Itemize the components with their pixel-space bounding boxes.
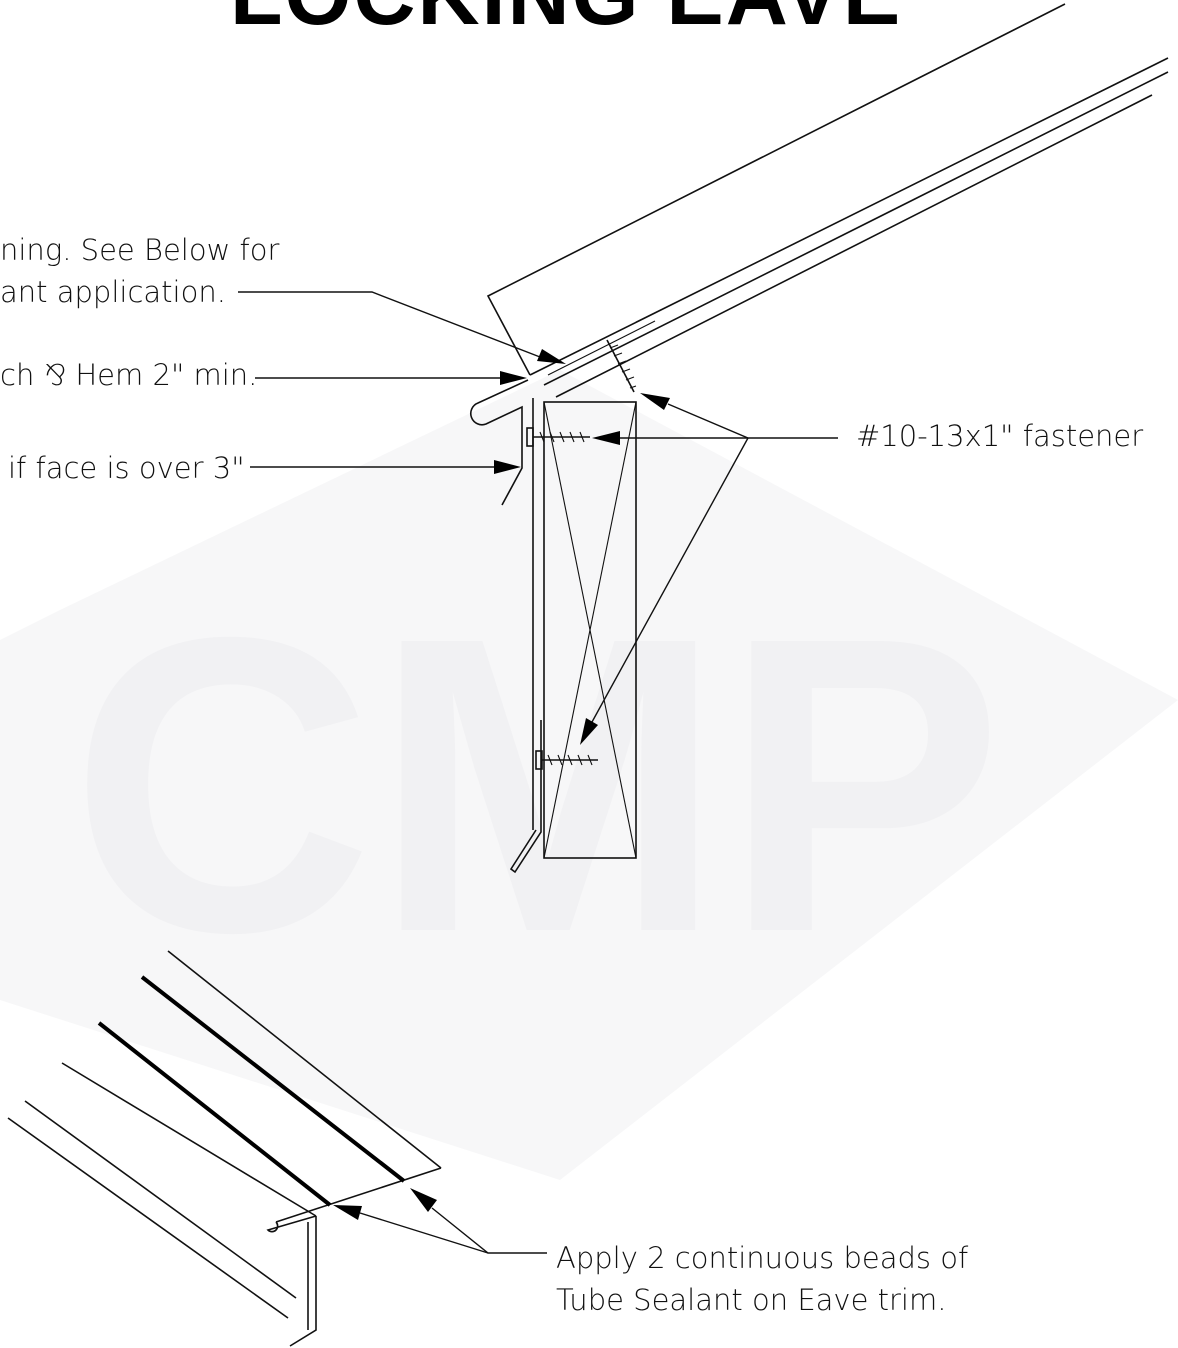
callout-sealant-above-line2: ant application. [0, 275, 226, 309]
arrowhead-bead-2 [333, 1205, 362, 1220]
leader-beads [431, 1207, 547, 1254]
callout-face: if face is over 3" [8, 451, 245, 485]
trim-edge-top [167, 950, 442, 1169]
watermark: CMP [0, 370, 1178, 1180]
arrowhead-hem [500, 371, 527, 385]
leader-fastener [667, 403, 838, 439]
trim-edge-end [275, 1167, 442, 1223]
trim-face-drop [289, 1216, 317, 1347]
arrowhead-face [494, 460, 521, 474]
callout-sealant-above-line1: ning. See Below for [0, 233, 279, 267]
arrowhead-fastener-low [580, 718, 598, 745]
sealant-bead-2 [97, 1021, 332, 1207]
upper-eave-detail [469, 3, 1169, 874]
sealant-strip [547, 320, 656, 376]
roof-panel-underside-2 [555, 94, 1153, 398]
trim-line-4 [24, 1100, 297, 1299]
callout-fastener: #10-13x1" fastener [856, 419, 1143, 453]
arrowhead-sealant-above [537, 349, 566, 364]
lower-leaders [333, 1188, 547, 1254]
callout-beads-line2: Tube Sealant on Eave trim. [556, 1283, 946, 1317]
leader-fastener-low [591, 437, 749, 723]
lower-trim-kick [509, 720, 542, 874]
girt-cross-2 [543, 401, 637, 859]
eave-trim-hem [469, 379, 529, 506]
fastener-middle [526, 427, 590, 447]
callout-beads-line1: Apply 2 continuous beads of [556, 1241, 969, 1275]
arrowhead-fastener-mid [592, 431, 620, 445]
roof-panel-underside [543, 71, 1169, 386]
trim-line-5 [7, 1117, 289, 1319]
callout-hem: ch ⅋ Hem 2" min. [0, 358, 257, 392]
arrowhead-bead-1 [410, 1188, 437, 1212]
leader-beads-2 [359, 1212, 489, 1254]
page-title: LOCKING EAVE [230, 0, 902, 43]
trim-hem-curl [266, 1215, 317, 1233]
fastener-top [606, 339, 637, 393]
arrowhead-fastener-top [640, 393, 670, 410]
watermark-text: CMP [70, 551, 1003, 1020]
lower-eave-trim-detail [7, 950, 442, 1347]
sealant-bead-1 [140, 975, 406, 1183]
watermark-diamond [0, 370, 1178, 1180]
trim-line-3 [61, 1062, 317, 1217]
roof-panel-bottom [529, 57, 1169, 376]
leader-sealant-above [238, 291, 541, 358]
wood-girt [543, 401, 637, 859]
upper-leaders [238, 291, 838, 745]
roof-panel-top [486, 3, 1066, 376]
fastener-lower [535, 750, 598, 770]
